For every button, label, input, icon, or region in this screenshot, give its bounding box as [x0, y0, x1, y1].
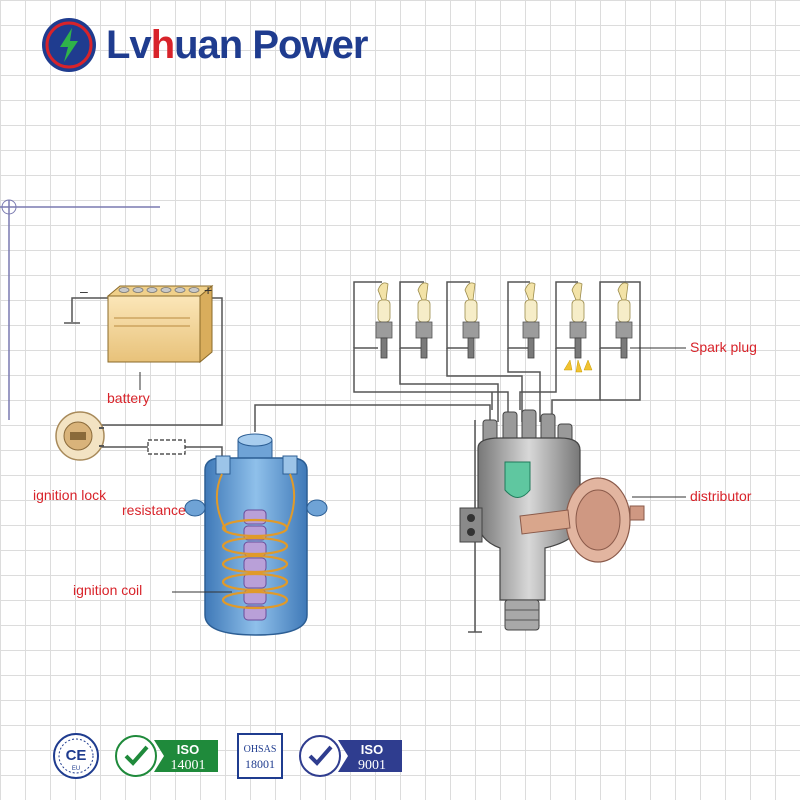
spark-plug-4 — [522, 282, 540, 359]
iso14001-top-text: ISO — [177, 742, 199, 757]
ignition-coil-label: ignition coil — [73, 582, 143, 598]
distributor-label: distributor — [690, 488, 752, 504]
battery-illustration — [106, 284, 214, 364]
spark-icon — [563, 359, 593, 373]
ce-badge: CE EU — [53, 733, 99, 779]
brand-name: Lvhuan Power — [106, 22, 368, 68]
brand-name-part-1: Lv — [106, 22, 152, 67]
battery-label: battery — [107, 390, 150, 406]
spark-plug-5 — [563, 282, 593, 373]
iso9001-badge: ISO 9001 — [299, 735, 402, 777]
battery-positive-terminal: + — [204, 282, 212, 298]
spark-plug-2 — [415, 282, 433, 359]
resistance-label: resistance — [122, 502, 186, 518]
spark-plug-label: Spark plug — [690, 339, 757, 355]
checkmark-icon — [308, 745, 333, 766]
spark-plugs-illustration — [375, 282, 633, 373]
ignition-lock-label: ignition lock — [33, 487, 107, 503]
ignition-lock-illustration — [55, 411, 105, 461]
certification-badges: CE EU ISO 14001 OHSAS 18001 ISO 9001 — [52, 732, 406, 780]
iso9001-bottom-text: 9001 — [358, 758, 386, 773]
iso14001-badge: ISO 14001 — [115, 735, 218, 777]
spark-plug-6 — [615, 282, 633, 359]
crosshair-mark — [0, 199, 160, 420]
ce-badge-text: CE — [66, 747, 87, 764]
checkmark-icon — [124, 745, 149, 766]
iso14001-bottom-text: 14001 — [171, 758, 206, 773]
spark-plug-3 — [462, 282, 480, 359]
iso9001-top-text: ISO — [361, 742, 383, 757]
spark-plug-1 — [375, 282, 393, 359]
label-leaders — [139, 347, 686, 593]
brand-name-part-2: uan Power — [174, 22, 368, 67]
ce-badge-subtext: EU — [72, 766, 80, 772]
battery-negative-terminal: – — [80, 283, 88, 299]
ohsas-bottom-text: 18001 — [245, 757, 275, 771]
brand-name-part-red: h — [150, 22, 175, 67]
distributor-illustration — [459, 409, 645, 631]
ohsas-top-text: OHSAS — [244, 744, 277, 755]
ohsas18001-badge: OHSAS 18001 — [237, 733, 283, 779]
brand-logo: Lvhuan Power — [40, 14, 368, 76]
resistance-illustration — [147, 439, 186, 455]
ignition-coil-illustration — [184, 433, 328, 636]
lightning-icon — [42, 18, 96, 72]
